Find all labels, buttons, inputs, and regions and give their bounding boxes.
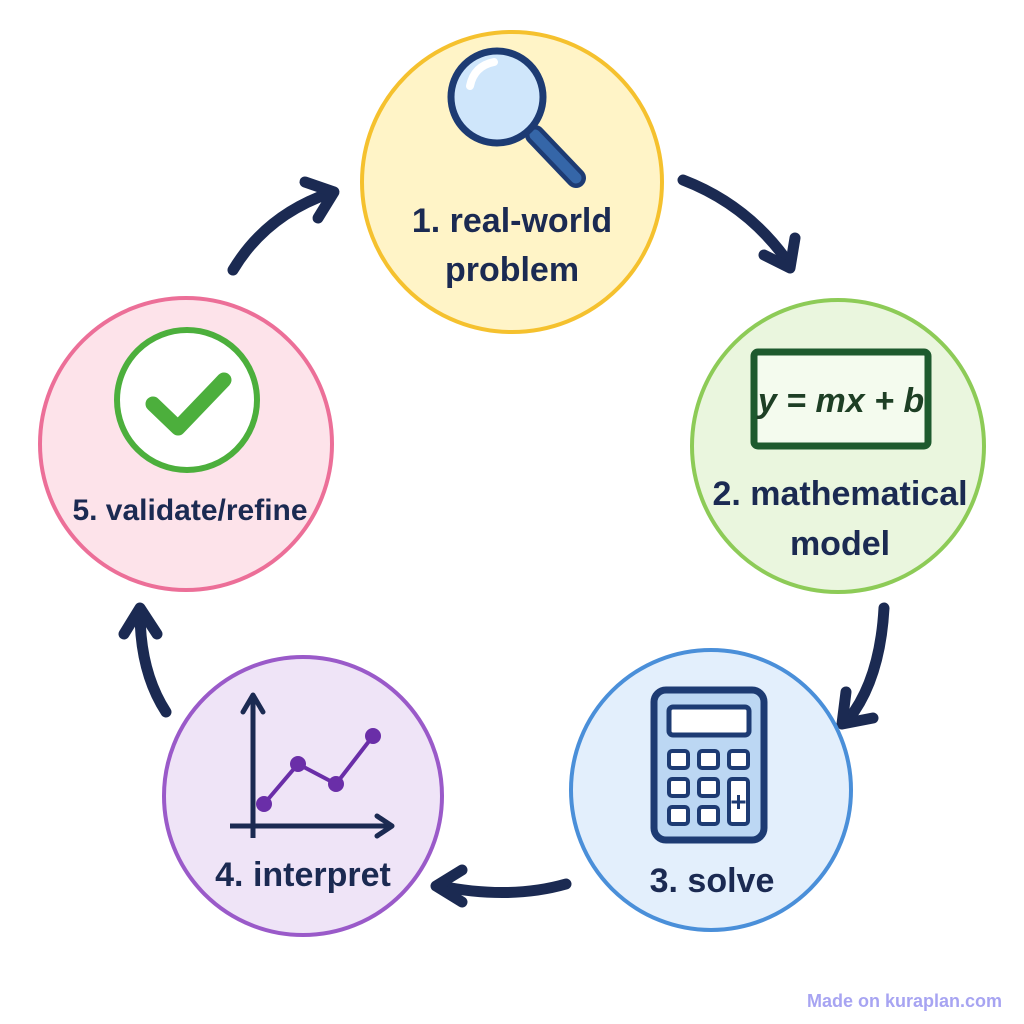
step-3-solve: 3. solve [569,648,853,932]
calculator-icon [650,686,768,844]
step-1-label-line2: problem [445,251,579,289]
step-1-label-line1: 1. real-world [412,202,612,240]
step-5-validate-refine: 5. validate/refine [38,296,334,592]
step-5-label: 5. validate/refine [72,494,307,527]
step-4-label: 4. interpret [215,856,391,894]
arrow-validate-to-problem [227,176,340,276]
watermark-text: Made on kuraplan.com [806,991,1002,1011]
formula-board-icon: y = mx + b [750,348,932,450]
step-4-interpret: 4. interpret [162,655,444,937]
step-1-circle [360,30,664,334]
arrow-solve-to-interpret [430,864,572,908]
arrow-interpret-to-validate [118,602,172,718]
step-2-label-line1: 2. mathematical [712,475,967,513]
arrow-problem-to-model [677,174,801,274]
formula-text: y = mx + b [756,382,924,420]
magnifier-icon [447,47,586,188]
step-2-label-line2: model [790,525,890,563]
cycle-arrows [118,174,890,908]
step-4-circle [162,655,444,937]
step-3-label: 3. solve [650,862,775,900]
step-1-real-world-problem: 1. real-world problem [360,30,664,334]
checkmark-icon [114,327,260,473]
step-2-mathematical-model: y = mx + b 2. mathematical model [690,298,986,594]
arrow-model-to-solve [836,602,890,730]
line-graph-icon [230,692,395,839]
